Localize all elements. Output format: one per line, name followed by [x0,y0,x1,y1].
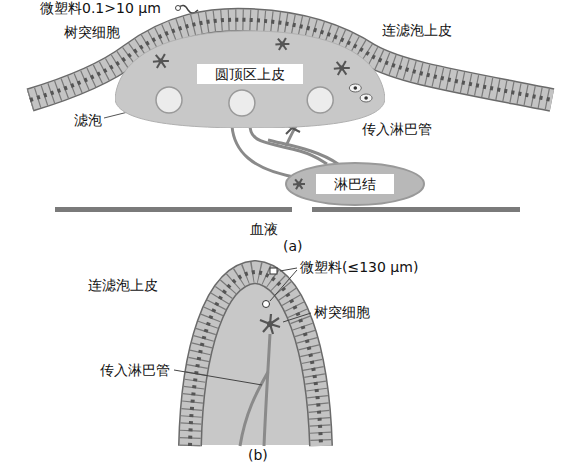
part-label: 血液 [250,221,278,238]
blood-line [55,207,292,212]
leader-line [283,313,311,322]
microplastic [176,6,181,11]
part-label: 树突细胞 [314,304,370,321]
cell-nucleus [354,86,358,90]
dendritic-cell-body [339,66,344,71]
lymph-vessel [232,126,300,178]
dendritic-cell [334,61,350,75]
lymph-node: 淋巴结 [285,162,425,206]
dome-region: 圆顶区上皮 [115,28,385,128]
part-label: 传入淋巴管 [100,362,170,379]
microplastic [178,5,198,13]
blood-line [312,207,520,212]
part-label: 微塑料(≤130 μm) [300,259,418,276]
epithelium-band [190,272,321,446]
dome-region [115,31,385,128]
cell-nucleus [364,96,368,100]
dendritic-cell [260,314,280,334]
lymph-vessel [250,126,327,164]
lymph-vessel [240,372,268,446]
dendritic-cell [293,179,305,189]
part-label: 连滤泡上皮 [88,277,158,294]
epithelium-band [190,272,321,446]
follicle-associated-epithelium-b [190,272,321,446]
dendritic-cell-body [158,59,163,64]
dendritic-cell [267,321,273,327]
immune-cell [360,94,372,102]
immune-cell [349,84,361,92]
node-label: 淋巴结 [316,174,394,194]
lymph-node-shape [286,163,424,205]
microplastic [263,301,270,308]
follicle [229,90,255,116]
epithelium-nuclei [190,272,321,446]
part-label: 连滤泡上皮 [382,22,452,39]
microplastic [270,268,277,274]
follicle [307,87,333,113]
dendritic-cell [275,38,289,50]
follicle [156,87,182,113]
part-label: 微塑料0.1>10 μm [40,0,161,17]
dendritic-cell [153,54,169,68]
part-label: 树突细胞 [64,24,120,41]
part-label: 滤泡 [74,112,102,129]
lymph-vessel [264,334,270,446]
dendritic-cell-body [297,182,302,187]
dendritic-cell-body [280,42,285,47]
lymph-vessel-b [240,334,270,446]
leader-line [174,370,262,385]
leader-line [280,268,297,271]
part-label: (a) [283,238,303,255]
leader-line [270,270,297,301]
node-label: 圆顶区上皮 [197,64,303,84]
epithelium-cells [190,272,321,446]
part-label: 传入淋巴管 [362,121,432,138]
part-label: (b) [248,447,268,464]
